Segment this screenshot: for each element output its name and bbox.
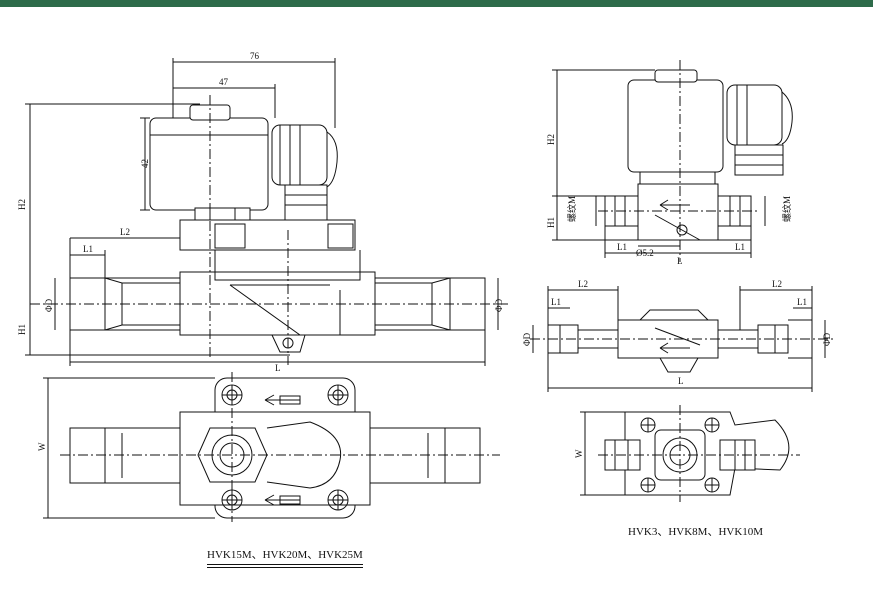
dim-l2-left: L2 <box>120 227 130 237</box>
dim-l2-right-b: L2 <box>772 279 782 289</box>
dim-l1-right-d: L1 <box>797 297 807 307</box>
dim-76: 76 <box>250 51 260 61</box>
dim-d52: Ø5.2 <box>636 248 654 258</box>
dim-thread-right: 螺纹M <box>781 196 792 222</box>
dim-od-left-a: ΦD <box>44 298 54 312</box>
dim-l1-right-a: L1 <box>617 242 627 252</box>
header-bar <box>0 0 873 7</box>
dim-w-right: W <box>574 449 584 458</box>
caption-right-models: HVK3、HVK8M、HVK10M <box>628 526 764 538</box>
right-top-view <box>580 405 800 502</box>
dim-l-right-mid: L <box>678 376 684 386</box>
dim-h1-right: H1 <box>546 217 556 228</box>
caption-left-models: HVK15M、HVK20M、HVK25M <box>207 546 363 568</box>
dim-47: 47 <box>219 77 229 87</box>
right-front-view <box>552 60 793 262</box>
dim-42: 42 <box>140 159 150 168</box>
dim-od-right-b: ΦD <box>822 332 832 346</box>
dim-w-left: W <box>37 442 47 451</box>
dim-l1-right-b: L1 <box>735 242 745 252</box>
dim-h2-right: H2 <box>546 134 556 145</box>
dim-od-right-a: ΦD <box>522 332 532 346</box>
dim-h2-left: H2 <box>17 199 27 210</box>
dim-l-right-top: L <box>677 256 683 266</box>
dim-l2-right-a: L2 <box>578 279 588 289</box>
dim-l1-right-c: L1 <box>551 297 561 307</box>
dim-od-left-b: ΦD <box>494 298 504 312</box>
left-top-view <box>43 372 500 522</box>
dim-l-left: L <box>275 363 281 373</box>
left-front-view <box>25 58 510 366</box>
right-middle-view <box>530 286 835 392</box>
dim-l1-left: L1 <box>83 244 93 254</box>
dim-h1-left: H1 <box>17 324 27 335</box>
dim-thread-left: 螺纹M <box>566 196 577 222</box>
